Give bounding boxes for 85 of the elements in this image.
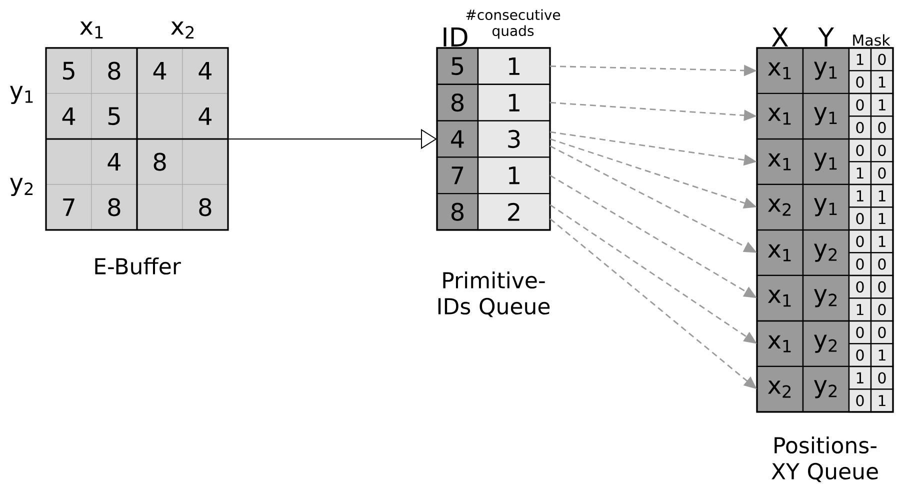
mask-cell: 0 [848,138,872,162]
table-cell: y$_{2}$ [802,366,850,413]
mask-cell: 1 [870,206,894,231]
mask-cell: 0 [870,116,894,140]
table-cell: y$_{2}$ [802,320,850,368]
grid-cell: 4 [91,138,138,185]
table-cell: 1 [477,84,551,122]
table-cell: x$_{2}$ [756,184,804,231]
table-cell: y$_{1}$ [802,184,850,231]
mask-cell: 0 [848,274,872,299]
column-header: ID [444,28,468,46]
column-header: #consecutive quads [466,9,560,39]
mask-cell: 1 [870,229,894,254]
grid-cell [182,138,228,185]
mask-cell: 0 [848,116,872,140]
row-label: y$_{2}$ [10,178,33,196]
grid-cell: 8 [91,184,138,230]
table-cell: y$_{2}$ [802,274,850,322]
mask-cell: 0 [848,92,872,117]
table-cell: 5 [436,47,479,85]
table-cell: 8 [436,84,479,122]
mask-cell: 1 [848,184,872,208]
mask-cell: 0 [870,252,894,276]
table-cell: 1 [477,47,551,85]
mask-cell: 0 [848,70,872,94]
mask-cell: 1 [870,92,894,117]
grid-cell: 8 [182,184,228,230]
grid-cell [46,138,92,185]
mask-cell: 0 [870,298,894,322]
table-cell: 1 [477,156,551,194]
column-header: Mask [853,34,890,46]
table-cell: x$_{2}$ [756,366,804,413]
mask-cell: 1 [848,47,872,72]
mask-cell: 0 [848,343,872,368]
table-cell: x$_{1}$ [756,274,804,322]
grid-cell: 4 [136,48,183,94]
table-cell: 7 [436,156,479,194]
mask-cell: 0 [848,252,872,276]
table-cell: y$_{1}$ [802,138,850,186]
mask-cell: 1 [870,184,894,208]
mask-cell: 1 [848,366,872,390]
mask-cell: 0 [848,388,872,413]
table-cell: x$_{1}$ [756,320,804,368]
grid-cell: 4 [46,93,92,140]
mask-cell: 1 [848,298,872,322]
grid-cell: 5 [91,93,138,140]
mask-cell: 1 [848,161,872,186]
grid-cell: 4 [182,93,228,140]
table-cell: 2 [477,192,551,231]
mask-cell: 0 [870,161,894,186]
table-cell: 3 [477,120,551,158]
row-label: y$_{1}$ [10,86,33,104]
mask-cell: 1 [870,388,894,413]
column-label: x$_{1}$ [80,22,103,38]
mask-cell: 1 [870,343,894,368]
column-label: x$_{2}$ [171,21,194,38]
table-cell: x$_{1}$ [756,47,804,94]
mask-cell: 0 [848,229,872,254]
mask-cell: 0 [848,206,872,231]
mask-cell: 0 [870,274,894,299]
grid-cell [136,184,183,230]
heading: Positions-XY Queue [772,436,878,482]
grid-cell: 8 [91,48,138,94]
grid-cell: 4 [182,48,228,94]
grid-cell: 8 [136,138,183,185]
table-cell: x$_{1}$ [756,92,804,140]
table-cell: 4 [436,120,479,158]
table-cell: 8 [436,192,479,231]
mask-cell: 1 [870,70,894,94]
column-header: X [772,28,788,46]
mask-cell: 0 [870,138,894,162]
grid-cell: 5 [46,48,92,94]
table-cell: y$_{2}$ [802,229,850,276]
table-cell: y$_{1}$ [802,92,850,140]
mask-cell: 0 [870,366,894,390]
mask-cell: 0 [870,320,894,344]
column-header: Y [818,28,834,46]
table-cell: x$_{1}$ [756,229,804,276]
table-cell: y$_{1}$ [802,47,850,94]
grid-cell [136,93,183,140]
table-cell: x$_{1}$ [756,138,804,186]
heading: E-Buffer [95,258,181,275]
grid-cell: 7 [46,184,92,230]
heading: Primitive-IDs Queue [438,272,550,318]
mask-cell: 0 [848,320,872,344]
